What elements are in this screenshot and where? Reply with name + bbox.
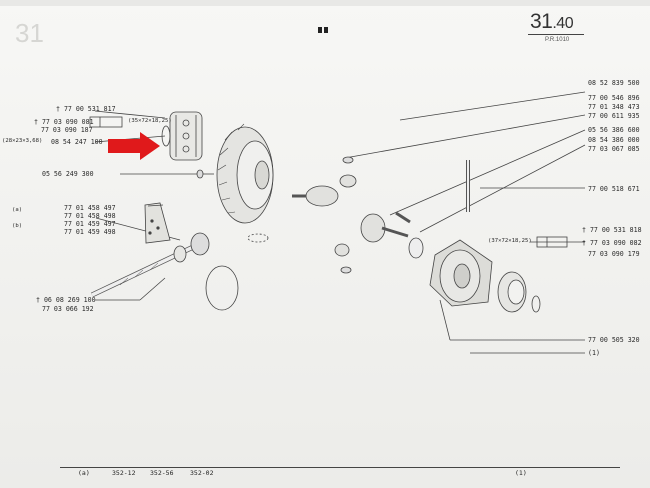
leader-line [439,299,451,341]
part-label: 08 54 247 100 [51,138,103,146]
circlip-ring [205,265,239,311]
part-label: † 77 03 090 082 [582,239,642,247]
footer-marker: (1) [515,469,527,477]
page-sub-code: P.R.1010 [545,37,570,43]
page-number: 31.40 [530,10,574,34]
part-label: † 77 03 090 081 [34,118,94,126]
shim-ring-right [531,295,541,313]
part-label: 77 03 067 085 [588,145,640,153]
highlight-arrow-icon [108,132,160,160]
crown-wheel [216,123,274,224]
variant-marker: (a) [12,207,23,213]
differential-gears [292,156,424,274]
bleed-through-text: 31 [15,18,44,48]
header-rule [528,34,584,35]
shim-box-left [89,116,123,128]
part-number: 77 03 090 081 [41,118,94,126]
small-clip [247,233,269,243]
parts-bag-icon [144,202,171,244]
variant-marker: (b) [12,223,23,229]
footer-code: 352-02 [190,469,214,477]
tapered-bearing-left [169,111,203,161]
leader-line [344,114,586,159]
page-number-sub: .40 [552,15,574,32]
page-number-main: 31 [530,10,553,33]
part-label: 77 03 066 192 [42,305,94,313]
leader-line [94,110,166,119]
footer-rule [60,467,620,468]
part-label: (1) [588,349,600,357]
part-label: 77 00 505 320 [588,336,640,344]
part-label: 77 01 458 497 [64,204,116,212]
part-label: 77 01 459 498 [64,228,116,236]
leader-line [399,91,586,121]
part-label: 05 56 249 300 [42,170,94,178]
footer-code: 352-56 [150,469,174,477]
part-label: 77 01 348 473 [588,103,640,111]
leader-line [139,277,166,301]
part-label: † 77 00 531 818 [582,226,642,234]
part-label: 77 01 458 498 [64,212,116,220]
part-number: 77 00 531 818 [589,226,642,234]
part-label: 77 01 459 497 [64,220,116,228]
part-number: 77 03 090 082 [589,239,642,247]
part-label: 05 56 386 600 [588,126,640,134]
dimension-label: (37×72×18,25) [488,238,532,244]
part-label: 77 03 090 187 [41,126,93,134]
dimension-label: (28×23×3,68) [2,138,43,144]
shim-ring-left [161,125,171,147]
part-label: 77 00 611 935 [588,112,640,120]
part-label: 08 52 839 500 [588,79,640,87]
part-label: 77 03 090 179 [588,250,640,258]
part-label: † 77 00 531 817 [56,105,116,113]
part-label: 77 00 546 896 [588,94,640,102]
differential-housing [429,239,493,307]
part-label: † 06 08 269 100 [36,296,96,304]
leader-line [419,144,586,233]
part-number: 77 00 531 817 [63,105,116,113]
binding-mark-icon [318,27,328,33]
footer-marker: (a) [78,469,90,477]
part-number: 06 08 269 100 [43,296,96,304]
pinion-shaft [90,232,210,298]
footer-code: 352-12 [112,469,136,477]
shim-box-right [536,236,568,248]
part-label: 08 54 386 000 [588,136,640,144]
leader-line [389,129,586,216]
page-top-edge [0,0,650,6]
dimension-label: (35×72×18,25) [128,118,172,124]
part-label: 77 00 518 671 [588,185,640,193]
crown-bolt [196,169,214,179]
tapered-bearing-right [497,271,527,313]
